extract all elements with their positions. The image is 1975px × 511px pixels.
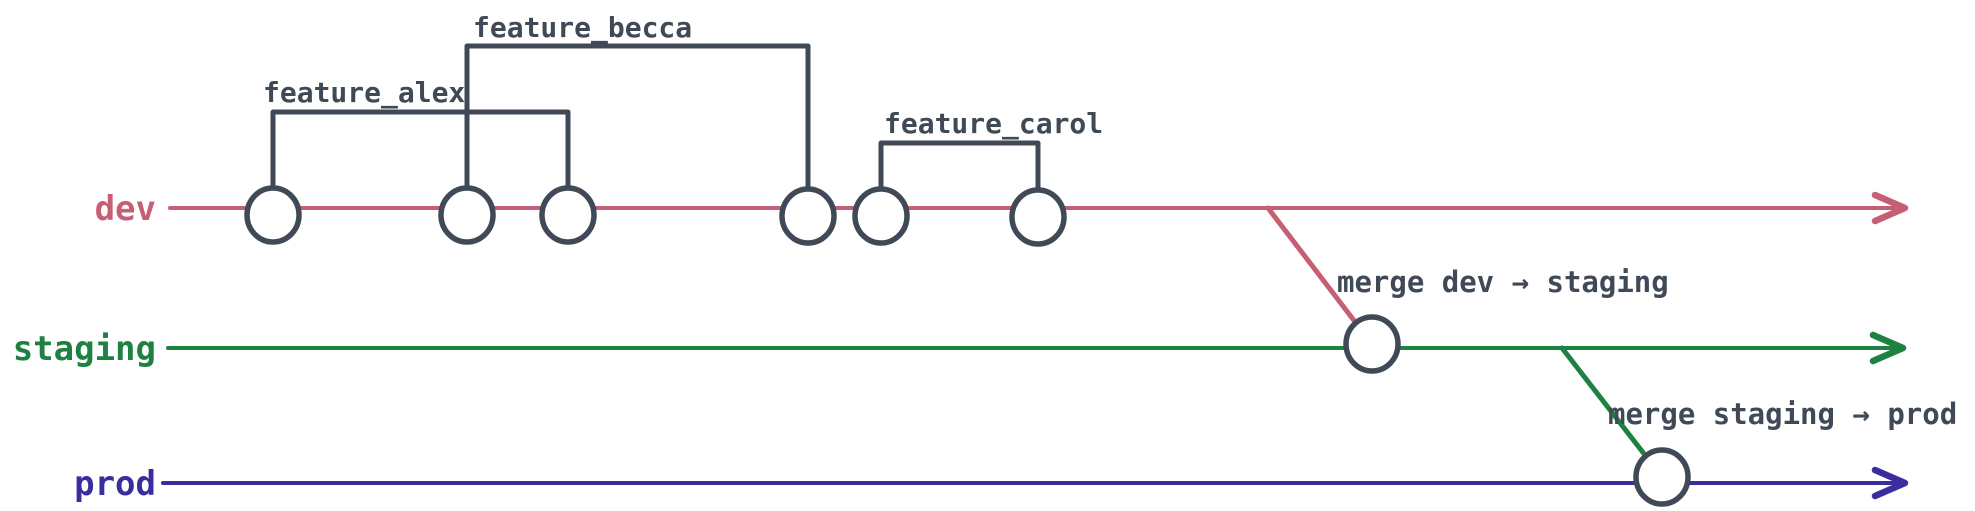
commit-node	[244, 185, 302, 245]
commit-node	[852, 186, 910, 246]
branch-label-staging: staging	[13, 329, 156, 369]
merge-commit-node-staging	[1343, 314, 1401, 374]
branch-label-prod: prod	[74, 464, 156, 504]
feature-branch-label: feature_carol	[884, 107, 1103, 140]
feature-branch-label: feature_alex	[263, 76, 465, 109]
feature-bracket-feature_becca	[464, 43, 811, 218]
merge-label: merge dev → staging	[1337, 265, 1669, 299]
merge-label: merge staging → prod	[1608, 397, 1957, 431]
arrow-right-icon-prod	[1871, 466, 1909, 500]
merge-commit-node-prod	[1633, 447, 1691, 507]
arrow-right-icon-dev	[1871, 191, 1909, 225]
feature-bracket-feature_carol	[878, 140, 1041, 218]
commit-node	[438, 185, 496, 245]
feature-bracket-feature_alex	[270, 109, 571, 218]
commit-node	[1009, 187, 1067, 247]
arrow-right-icon-staging	[1869, 331, 1907, 365]
feature-branch-label: feature_becca	[473, 11, 692, 44]
commit-node	[539, 185, 597, 245]
branch-label-dev: dev	[95, 189, 156, 229]
commit-node	[779, 186, 837, 246]
